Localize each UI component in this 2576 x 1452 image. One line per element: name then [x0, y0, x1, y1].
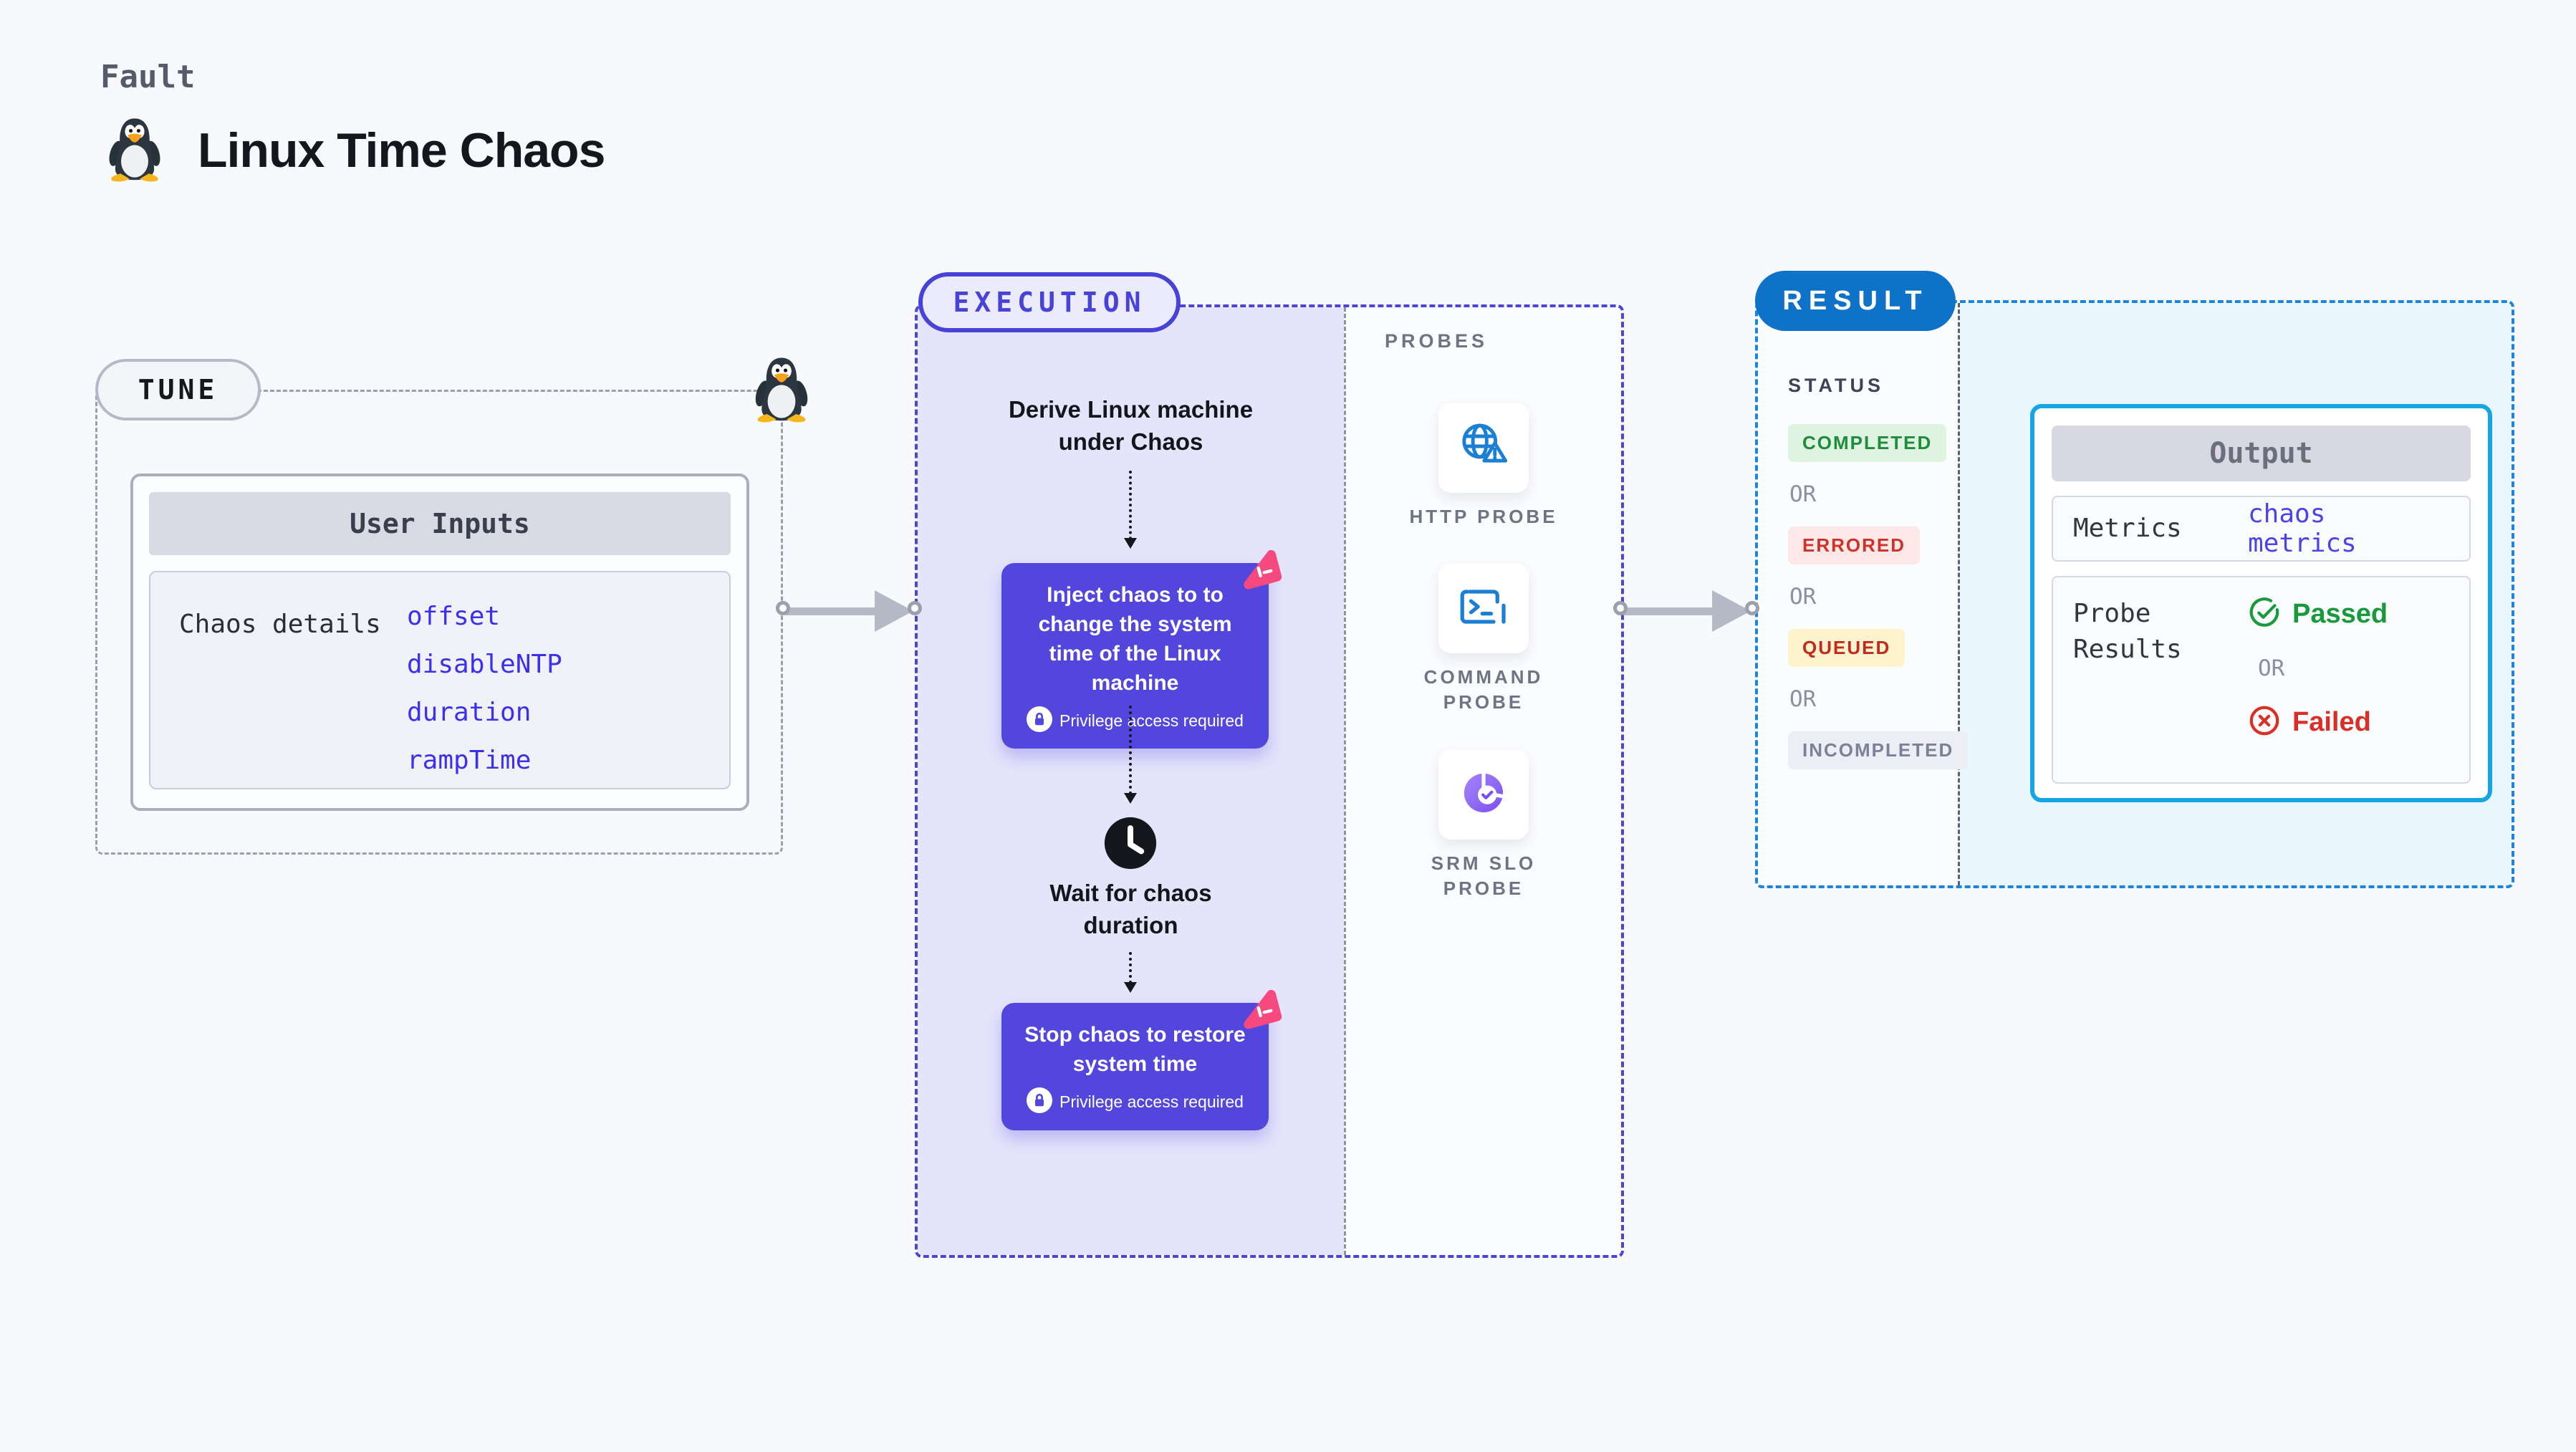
- privilege-badge-text: Privilege access required: [1059, 1092, 1244, 1111]
- http-probe-card: [1438, 403, 1529, 493]
- probe-results-row: Probe Results Passed OR: [2052, 576, 2471, 784]
- arrow-start-dot: [1613, 601, 1628, 615]
- tune-pill: TUNE: [95, 359, 261, 420]
- check-circle-icon: [2248, 596, 2281, 633]
- chaos-params-list: offset disableNTP duration rampTime: [407, 592, 562, 784]
- privilege-badge: Privilege access required: [1016, 1087, 1254, 1117]
- x-circle-icon: [2248, 704, 2281, 741]
- probes-panel: PROBES HTTP PROBE: [1346, 307, 1621, 1255]
- execution-section-box: Derive Linux machine under Chaos Inject …: [915, 304, 1624, 1258]
- chaos-logo-icon: [1239, 989, 1283, 1037]
- status-badge-completed: COMPLETED: [1788, 424, 1947, 462]
- srm-slo-probe-label: SRM SLO PROBE: [1431, 852, 1537, 899]
- execution-probes-divider: [1344, 307, 1346, 1255]
- arrow-head: [875, 590, 913, 632]
- http-probe-item: HTTP PROBE: [1346, 403, 1621, 529]
- output-card: Output Metrics chaos metrics Probe Resul…: [2030, 404, 2492, 802]
- chaos-details-label: Chaos details: [179, 610, 381, 639]
- command-probe-label: COMMAND PROBE: [1423, 666, 1544, 713]
- status-output-divider: [1958, 303, 1960, 885]
- result-section-box: STATUS COMPLETED OR ERRORED OR QUEUED OR…: [1755, 300, 2514, 888]
- failed-text: Failed: [2292, 707, 2371, 737]
- passed-text: Passed: [2292, 599, 2388, 629]
- or-separator: OR: [1789, 686, 1817, 712]
- status-heading: STATUS: [1788, 375, 1884, 396]
- page-title-row: Linux Time Chaos: [106, 115, 605, 186]
- failed-row: Failed: [2248, 704, 2388, 741]
- lock-icon: [1027, 1087, 1053, 1117]
- probes-heading: PROBES: [1385, 330, 1489, 352]
- stop-chaos-title: Stop chaos to restore system time: [1024, 1023, 1246, 1076]
- derive-machine-text: Derive Linux machine under Chaos: [1008, 396, 1254, 455]
- status-badge-errored: ERRORED: [1788, 527, 1921, 564]
- arrow-shaft: [786, 607, 879, 615]
- result-pill: RESULT: [1755, 271, 1956, 331]
- chaos-logo-icon: [1239, 549, 1283, 597]
- user-inputs-header: User Inputs: [149, 492, 731, 555]
- execution-pill: EXECUTION: [918, 272, 1181, 332]
- command-probe-item: COMMAND PROBE: [1346, 563, 1621, 715]
- privilege-badge-text: Privilege access required: [1059, 711, 1244, 730]
- execution-flow: Derive Linux machine under Chaos Inject …: [918, 307, 1344, 1255]
- terminal-icon: [1453, 577, 1514, 640]
- param-link-disablentp[interactable]: disableNTP: [407, 650, 562, 679]
- param-link-duration[interactable]: duration: [407, 698, 532, 727]
- or-separator: OR: [1789, 481, 1817, 507]
- probe-results-label: Probe Results: [2073, 599, 2182, 664]
- tux-penguin-small-icon: [752, 354, 811, 426]
- flow-connector: [1124, 952, 1137, 993]
- arrow-end-dot: [908, 601, 922, 615]
- arrow-execution-to-result: [1613, 587, 1767, 635]
- passed-row: Passed: [2248, 596, 2388, 633]
- clock-icon: [1103, 816, 1158, 874]
- chaos-metrics-link[interactable]: chaos metrics: [2248, 499, 2357, 558]
- fault-kicker: Fault: [100, 59, 196, 95]
- status-badge-queued: QUEUED: [1788, 629, 1905, 667]
- tune-section-box: [95, 390, 783, 855]
- stop-chaos-node: Stop chaos to restore system time Privil…: [1001, 989, 1282, 1130]
- arrow-end-dot: [1745, 601, 1759, 615]
- flow-connector: [1124, 471, 1137, 549]
- globe-warning-icon: [1453, 416, 1514, 480]
- arrow-shaft: [1623, 607, 1716, 615]
- http-probe-label: HTTP PROBE: [1409, 506, 1558, 527]
- param-link-offset[interactable]: offset: [407, 602, 501, 631]
- page-title: Linux Time Chaos: [198, 122, 605, 178]
- chaos-details-row: Chaos details offset disableNTP duration…: [149, 571, 731, 789]
- flow-connector: [1124, 706, 1137, 804]
- or-separator: OR: [1789, 584, 1817, 610]
- status-column: STATUS COMPLETED OR ERRORED OR QUEUED OR…: [1758, 303, 1969, 885]
- srm-slo-probe-item: SRM SLO PROBE: [1346, 749, 1621, 901]
- lock-icon: [1027, 706, 1053, 736]
- wait-duration-text: Wait for chaos duration: [1049, 880, 1212, 938]
- privilege-badge: Privilege access required: [1016, 706, 1254, 736]
- output-header: Output: [2052, 425, 2471, 481]
- metrics-row: Metrics chaos metrics: [2052, 496, 2471, 562]
- param-link-ramptime[interactable]: rampTime: [407, 746, 532, 775]
- or-separator: OR: [2258, 655, 2285, 681]
- slo-pie-icon: [1453, 763, 1514, 827]
- arrow-tune-to-execution: [776, 587, 929, 635]
- arrow-start-dot: [776, 601, 790, 615]
- user-inputs-card: User Inputs Chaos details offset disable…: [130, 473, 749, 811]
- inject-chaos-node: Inject chaos to to change the system tim…: [1001, 549, 1282, 749]
- srm-slo-probe-card: [1438, 749, 1529, 840]
- arrow-head: [1712, 590, 1751, 632]
- tux-penguin-icon: [106, 115, 163, 186]
- verdict-stack: Passed OR Failed: [2248, 596, 2388, 741]
- metrics-label: Metrics: [2073, 514, 2182, 543]
- inject-chaos-title: Inject chaos to to change the system tim…: [1038, 583, 1232, 695]
- command-probe-card: [1438, 563, 1529, 653]
- status-badge-incompleted: INCOMPLETED: [1788, 731, 1969, 769]
